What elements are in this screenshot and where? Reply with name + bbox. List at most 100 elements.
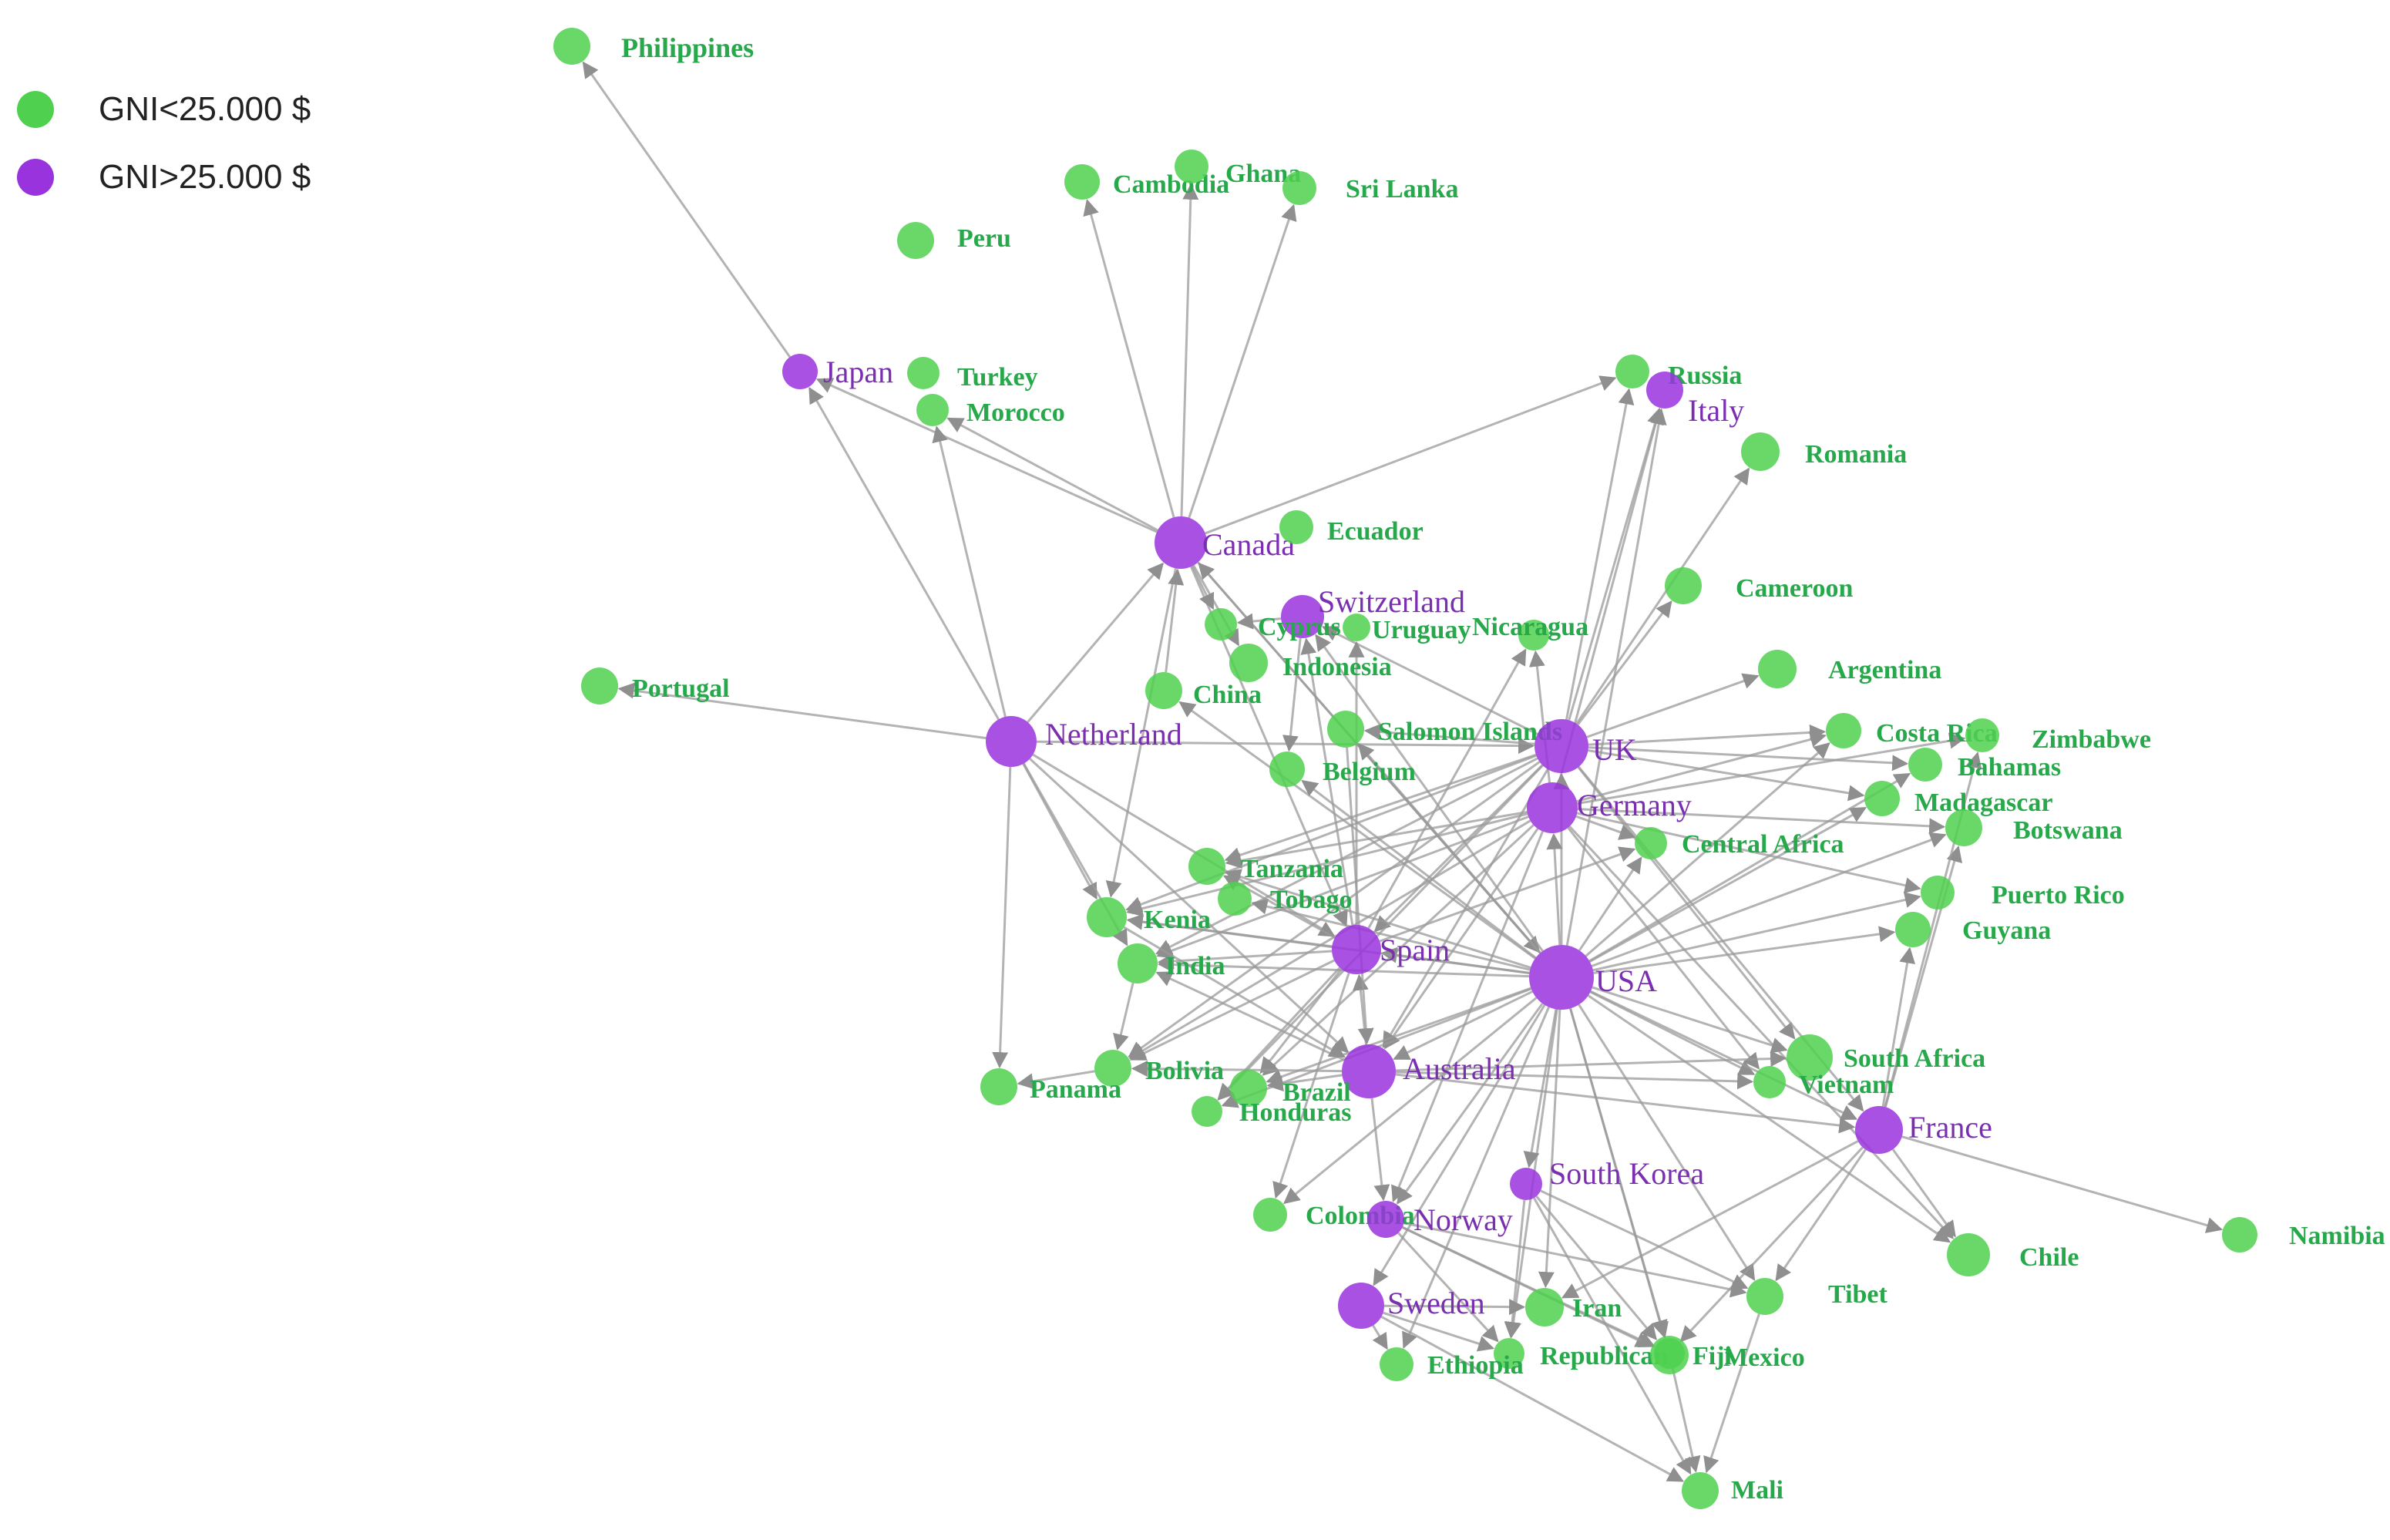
node-ecuador[interactable]	[1279, 510, 1313, 544]
node-russia[interactable]	[1615, 355, 1649, 388]
node-cameroon[interactable]	[1665, 567, 1702, 604]
node-tanzania[interactable]	[1188, 848, 1225, 885]
edge-uk-to-honduras	[1217, 765, 1544, 1101]
node-romania[interactable]	[1741, 432, 1780, 471]
node-label-chile: Chile	[2019, 1243, 2079, 1272]
legend-purple-dot-icon	[17, 159, 54, 196]
node-puertorico[interactable]	[1921, 876, 1955, 910]
edge-france-to-guyana	[1881, 947, 1916, 1107]
node-australia[interactable]	[1342, 1044, 1396, 1098]
node-uruguay[interactable]	[1343, 614, 1370, 641]
node-ghana[interactable]	[1175, 150, 1208, 183]
node-kenia[interactable]	[1087, 897, 1127, 937]
node-southafrica[interactable]	[1787, 1034, 1833, 1081]
node-italy[interactable]	[1646, 372, 1683, 409]
node-botswana[interactable]	[1945, 809, 1982, 846]
edge-usa-to-costarica	[1585, 742, 1830, 957]
node-salomon[interactable]	[1327, 711, 1364, 748]
node-namibia[interactable]	[2222, 1217, 2257, 1253]
node-srilanka[interactable]	[1282, 171, 1316, 205]
node-sweden[interactable]	[1338, 1283, 1384, 1329]
node-brazil[interactable]	[1230, 1070, 1267, 1107]
edge-france-to-chile	[1891, 1148, 1956, 1238]
edge-uk-to-cameroon	[1576, 600, 1672, 726]
edge-china-to-canada	[1165, 568, 1185, 673]
node-centralafrica[interactable]	[1635, 827, 1667, 859]
edge-canada-to-srilanka	[1188, 203, 1297, 519]
node-label-zimbabwe: Zimbabwe	[2032, 725, 2151, 754]
node-label-guyana: Guyana	[1962, 916, 2051, 945]
edge-australia-to-vietnam	[1395, 1071, 1754, 1090]
edge-australia-to-bolivia	[1131, 1061, 1343, 1078]
node-ethiopia[interactable]	[1380, 1347, 1413, 1381]
node-portugal[interactable]	[581, 667, 618, 704]
node-norway[interactable]	[1367, 1201, 1404, 1238]
node-panama[interactable]	[980, 1068, 1017, 1105]
edge-spain-to-kenia	[1126, 913, 1333, 948]
edge-germany-to-centralafrica	[1575, 815, 1636, 840]
node-iran[interactable]	[1525, 1288, 1564, 1326]
node-label-salomon: Salomon Islands	[1378, 718, 1562, 746]
node-indonesia[interactable]	[1229, 644, 1268, 682]
edge-germany-to-norway	[1391, 831, 1545, 1202]
node-philippines[interactable]	[553, 28, 590, 65]
node-uk[interactable]	[1535, 719, 1588, 773]
node-honduras[interactable]	[1192, 1096, 1222, 1127]
node-guyana[interactable]	[1895, 912, 1931, 947]
node-southkorea[interactable]	[1510, 1168, 1542, 1200]
node-label-botswana: Botswana	[2013, 816, 2123, 845]
node-spain[interactable]	[1332, 925, 1381, 974]
edge-southkorea-to-fiji	[1535, 1195, 1658, 1340]
node-mexico[interactable]	[1654, 1338, 1685, 1369]
node-india[interactable]	[1118, 943, 1158, 984]
node-mali[interactable]	[1682, 1472, 1719, 1509]
node-china[interactable]	[1145, 672, 1182, 709]
node-nicaragua[interactable]	[1518, 620, 1549, 651]
edge-usa-to-botswana	[1591, 832, 1947, 967]
edge-sweden-to-mali	[1380, 1316, 1685, 1482]
node-netherland[interactable]	[986, 716, 1037, 767]
node-belgium[interactable]	[1269, 752, 1305, 787]
node-cambodia[interactable]	[1064, 164, 1100, 200]
node-switzerland[interactable]	[1281, 595, 1324, 638]
edge-usa-to-tibet	[1578, 1004, 1756, 1281]
legend-label-low: GNI<25.000 $	[99, 90, 311, 128]
node-chile[interactable]	[1947, 1233, 1990, 1276]
node-zimbabwe[interactable]	[1965, 718, 1999, 752]
node-label-tanzania: Tanzania	[1241, 855, 1343, 883]
node-argentina[interactable]	[1758, 650, 1797, 688]
edge-uk-to-bolivia	[1128, 761, 1541, 1058]
edge-bolivia-to-panama	[1017, 1070, 1095, 1090]
edge-germany-to-botswana	[1577, 808, 1946, 835]
node-label-mexico: Mexico	[1723, 1343, 1805, 1372]
node-japan[interactable]	[782, 354, 818, 389]
edge-norway-to-tibet	[1403, 1222, 1747, 1298]
node-cyprus[interactable]	[1205, 608, 1237, 641]
edge-australia-to-india	[1155, 971, 1345, 1061]
edge-usa-to-centralafrica	[1578, 856, 1642, 951]
node-morocco[interactable]	[916, 394, 949, 426]
node-peru[interactable]	[897, 222, 934, 259]
node-tobago[interactable]	[1218, 882, 1252, 916]
node-republican[interactable]	[1494, 1338, 1524, 1369]
node-bolivia[interactable]	[1094, 1050, 1131, 1087]
node-madagascar[interactable]	[1864, 781, 1900, 816]
node-france[interactable]	[1855, 1106, 1903, 1154]
node-label-madagascar: Madagascar	[1914, 788, 2052, 817]
edge-usa-to-chile	[1587, 994, 1951, 1243]
node-turkey[interactable]	[907, 357, 940, 389]
node-germany[interactable]	[1527, 782, 1578, 833]
edge-tibet-to-mali	[1703, 1313, 1760, 1474]
node-label-honduras: Honduras	[1239, 1098, 1352, 1127]
edge-uk-to-argentina	[1586, 673, 1760, 738]
node-canada[interactable]	[1155, 516, 1207, 569]
node-colombia[interactable]	[1253, 1198, 1287, 1232]
node-tibet[interactable]	[1746, 1278, 1783, 1315]
node-costarica[interactable]	[1826, 713, 1861, 748]
node-vietnam[interactable]	[1753, 1066, 1786, 1098]
node-usa[interactable]	[1529, 945, 1594, 1010]
edge-france-to-mexico	[1679, 1146, 1864, 1343]
edge-spain-to-bolivia	[1129, 959, 1335, 1061]
node-bahamas[interactable]	[1908, 748, 1942, 782]
